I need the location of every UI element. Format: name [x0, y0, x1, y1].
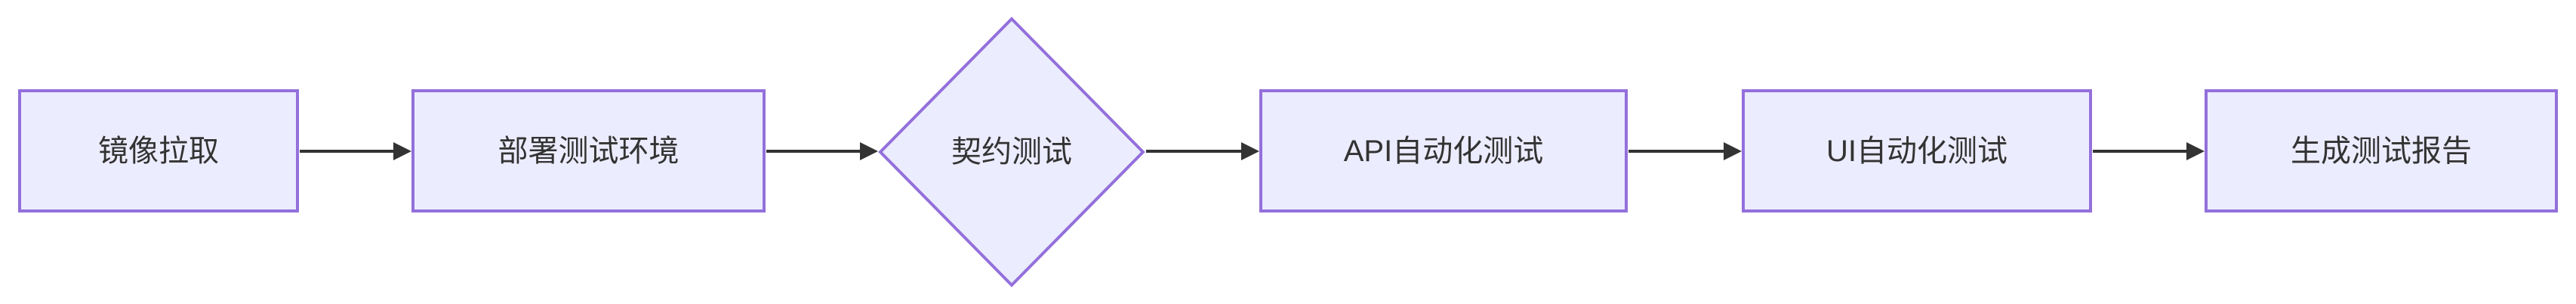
diamond-shape: [878, 17, 1145, 287]
arrow-shaft: [766, 150, 860, 153]
node-deploy-test-env-label: 部署测试环境: [498, 134, 679, 168]
node-ui-auto-test: UI自动化测试: [1742, 89, 2092, 212]
node-api-auto-test-label: API自动化测试: [1343, 134, 1544, 168]
arrow-shaft: [1628, 150, 1724, 153]
node-image-pull-label: 镜像拉取: [98, 134, 219, 168]
node-contract-test: 契约测试: [878, 17, 1145, 287]
node-gen-test-report-label: 生成测试报告: [2291, 134, 2472, 168]
node-contract-test-label: 契约测试: [951, 135, 1072, 169]
arrowhead-icon: [1241, 142, 1259, 160]
edge-arrow-5: [2093, 142, 2205, 160]
edge-arrow-2: [766, 142, 878, 160]
node-api-auto-test: API自动化测试: [1259, 89, 1628, 212]
edge-arrow-4: [1628, 142, 1742, 160]
arrow-shaft: [1146, 150, 1241, 153]
arrowhead-icon: [393, 142, 411, 160]
edge-arrow-3: [1146, 142, 1259, 160]
node-deploy-test-env: 部署测试环境: [411, 89, 766, 212]
diamond-polygon: [878, 17, 1145, 287]
node-ui-auto-test-label: UI自动化测试: [1826, 134, 2007, 168]
arrowhead-icon: [2186, 142, 2205, 160]
arrow-shaft: [300, 150, 393, 153]
arrowhead-icon: [860, 142, 878, 160]
arrowhead-icon: [1724, 142, 1742, 160]
node-gen-test-report: 生成测试报告: [2205, 89, 2558, 212]
node-image-pull: 镜像拉取: [18, 89, 299, 212]
edge-arrow-1: [300, 142, 411, 160]
arrow-shaft: [2093, 150, 2186, 153]
